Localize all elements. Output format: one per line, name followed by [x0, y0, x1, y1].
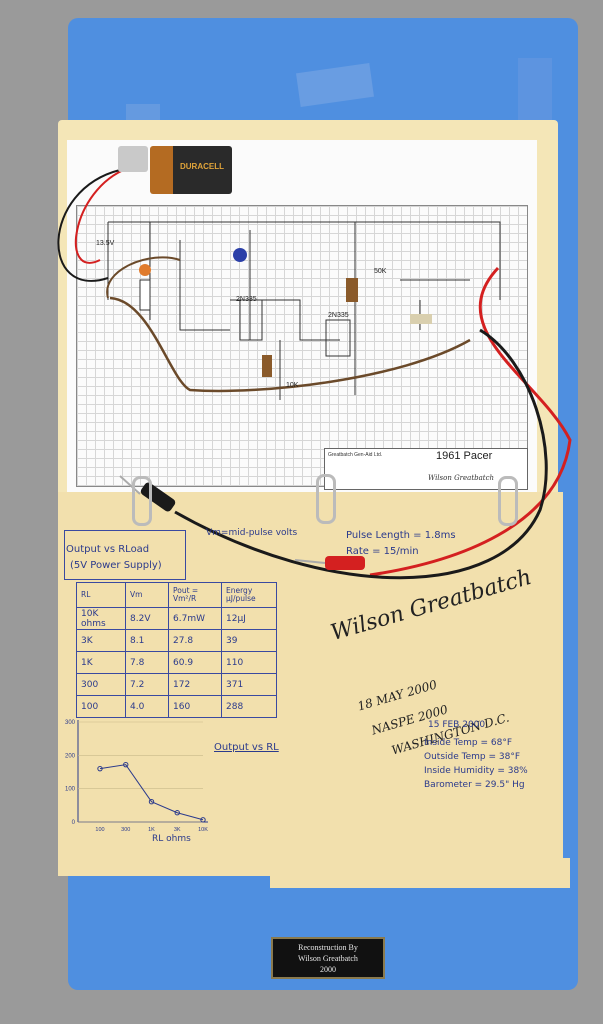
- graph-title: Output vs RL: [214, 742, 279, 753]
- binder-ring: [132, 476, 152, 526]
- folder-tab: [270, 858, 570, 888]
- table-cell: 60.9: [168, 651, 222, 674]
- table-cell: 172: [168, 673, 222, 696]
- reconstruction-plaque: [271, 937, 385, 979]
- table-cell: 300: [76, 673, 126, 696]
- table-cell: 110: [221, 651, 277, 674]
- table-cell: 7.2: [125, 673, 169, 696]
- graph-point: [123, 761, 129, 768]
- weather-barometer: Barometer = 29.5" Hg: [424, 780, 525, 790]
- graph-point: [148, 799, 155, 805]
- table-row: 300 7.2 172 371: [76, 673, 277, 696]
- table-header: Vm: [125, 582, 169, 608]
- label-transistor-2: 2N335: [328, 312, 349, 319]
- graph-y-tick-label: 100: [65, 787, 76, 793]
- table-row: 1K 7.8 60.9 110: [76, 651, 277, 674]
- table-cell: 10K ohms: [76, 607, 126, 630]
- binder-ring: [316, 474, 336, 524]
- output-note-box: [64, 530, 186, 580]
- note-pulse-length: Pulse Length = 1.8ms: [346, 530, 456, 541]
- title-block-title: 1961 Pacer: [436, 450, 493, 462]
- binder-ring: [498, 476, 518, 526]
- table-row: 100 4.0 160 288: [76, 695, 277, 718]
- label-transistor-1: 2N335: [236, 296, 257, 303]
- note-supply: (5V Power Supply): [70, 560, 162, 571]
- note-vm-definition: Vm=mid-pulse volts: [206, 528, 298, 538]
- table-header: Pout = Vm²/R: [168, 582, 222, 608]
- graph-x-tick-label: 1K: [148, 827, 155, 832]
- table-row: 3K 8.1 27.8 39: [76, 629, 277, 652]
- table-header-row: RL Vm Pout = Vm²/R Energy µJ/pulse: [76, 582, 277, 608]
- title-block-signature: Wilson Greatbatch: [428, 474, 495, 482]
- plaque-line-2: Wilson Greatbatch: [298, 954, 358, 963]
- table-cell: 39: [221, 629, 277, 652]
- weather-outside-temp: Outside Temp = 38°F: [424, 752, 520, 762]
- output-data-table: RL Vm Pout = Vm²/R Energy µJ/pulse 10K o…: [76, 582, 277, 718]
- table-cell: 12µJ: [221, 607, 277, 630]
- red-probe: [325, 556, 365, 570]
- table-cell: 371: [221, 673, 277, 696]
- graph-y-tick-label: 300: [65, 720, 76, 726]
- table-cell: 6.7mW: [168, 607, 222, 630]
- label-resistor-10k: 10K: [286, 382, 299, 389]
- weather-humidity: Inside Humidity = 38%: [424, 766, 528, 776]
- table-cell: 8.1: [125, 629, 169, 652]
- table-header: Energy µJ/pulse: [221, 582, 277, 608]
- graph-y-tick-label: 0: [72, 820, 76, 826]
- graph-x-tick-label: 300: [121, 827, 130, 832]
- graph-x-tick-label: 100: [95, 827, 104, 832]
- table-cell: 160: [168, 695, 222, 718]
- label-voltage: 13.5V: [96, 240, 115, 247]
- output-graph: 0 100 200 300 100 300 1K 3K 10K: [65, 720, 208, 832]
- title-block: [324, 448, 528, 490]
- table-cell: 1K: [76, 651, 126, 674]
- note-output-title: Output vs RLoad: [66, 544, 150, 555]
- table-cell: 7.8: [125, 651, 169, 674]
- graph-series-line: [99, 764, 204, 821]
- table-row: 10K ohms 8.2V 6.7mW 12µJ: [76, 607, 277, 630]
- binder-sticker: [518, 58, 552, 128]
- note-rate: Rate = 15/min: [346, 546, 419, 557]
- graph-point: [174, 810, 180, 816]
- label-resistor-50k: 50K: [374, 268, 387, 275]
- graph-x-tick-label: 10K: [198, 827, 208, 832]
- weather-date: 15 FEB 2000: [428, 720, 486, 730]
- table-cell: 3K: [76, 629, 126, 652]
- schematic-grid: [76, 205, 528, 487]
- weather-inside-temp: Inside Temp = 68°F: [424, 738, 513, 748]
- graph-y-tick-label: 200: [65, 753, 76, 759]
- table-cell: 27.8: [168, 629, 222, 652]
- graph-point: [200, 817, 206, 823]
- title-block-company: Greatbatch Gen-Aid Ltd.: [328, 452, 383, 458]
- graph-x-tick-label: 3K: [174, 827, 181, 832]
- plaque-line-3: 2000: [320, 965, 336, 974]
- battery-clip: [118, 146, 148, 172]
- battery: [150, 146, 232, 194]
- battery-brand: DURACELL: [180, 162, 224, 171]
- table-cell: 288: [221, 695, 277, 718]
- table-cell: 8.2V: [125, 607, 169, 630]
- graph-point: [97, 765, 103, 772]
- plaque-line-1: Reconstruction By: [298, 943, 358, 952]
- table-header: RL: [76, 582, 126, 608]
- graph-x-label: RL ohms: [152, 834, 191, 844]
